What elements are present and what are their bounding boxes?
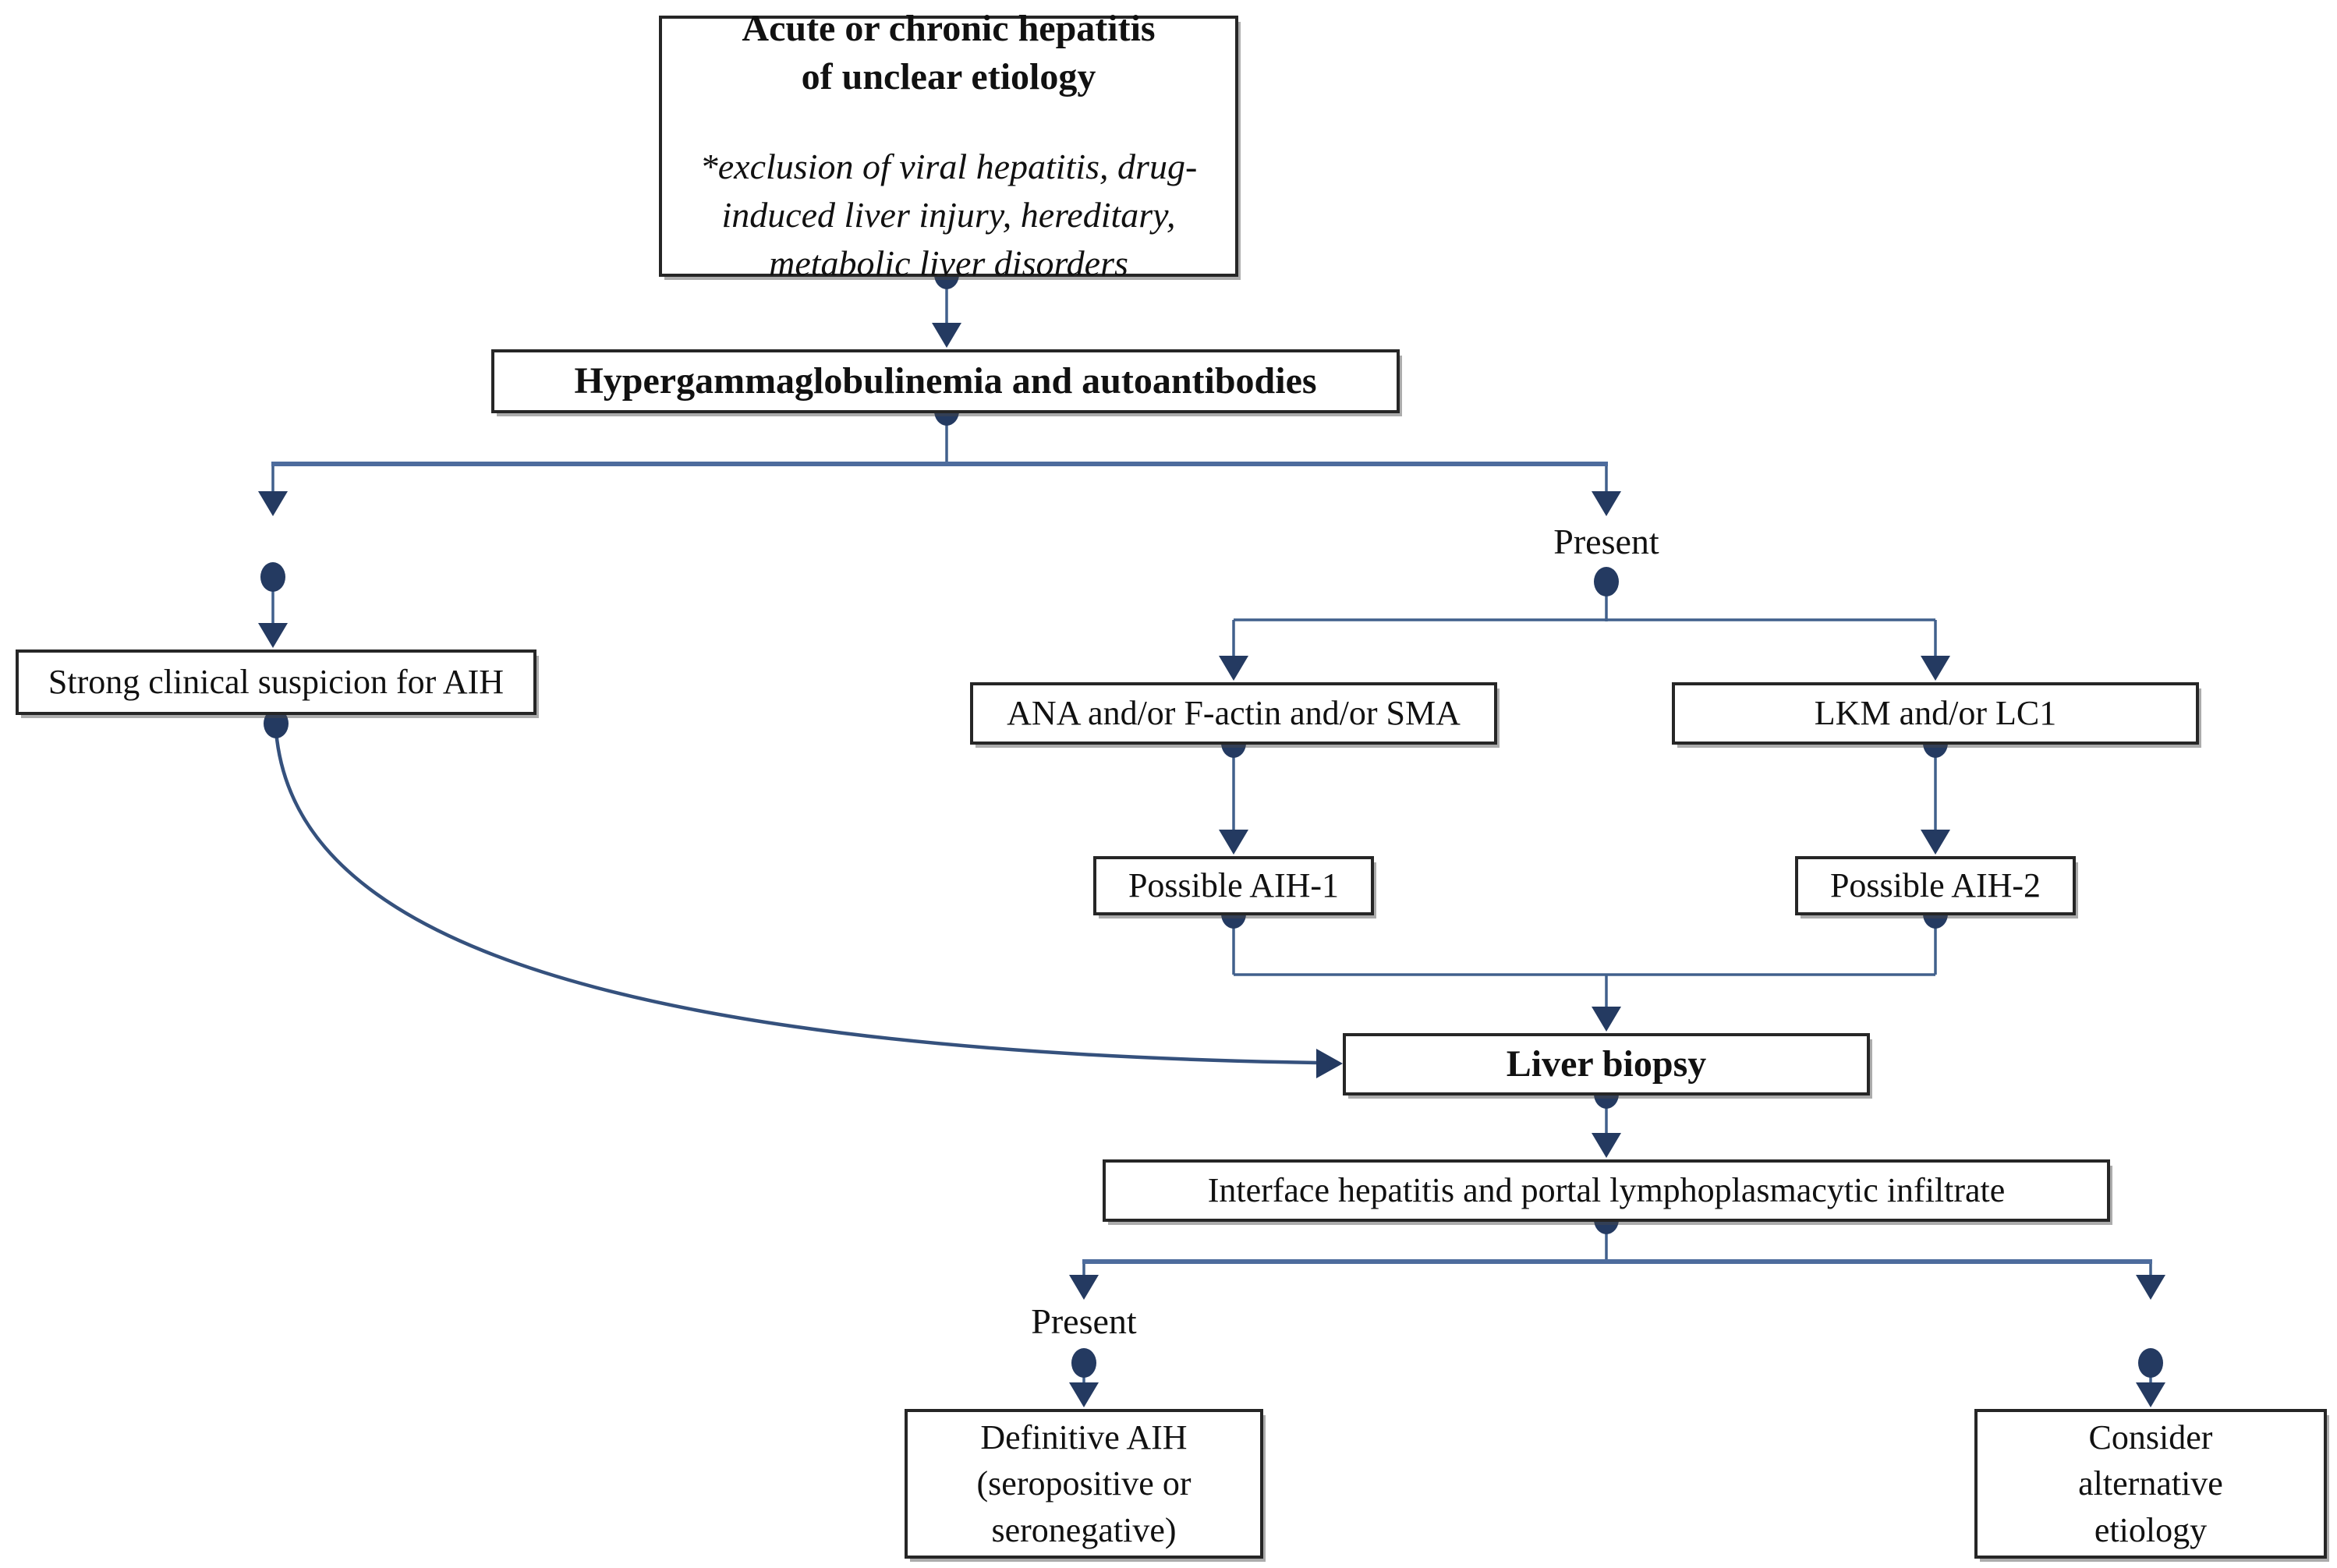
- node-root-note-line2: induced liver injury, hereditary,: [721, 194, 1176, 235]
- node-consider-alternative: Consider alternative etiology: [1974, 1409, 2327, 1559]
- node-root-title-line2: of unclear etiology: [801, 56, 1096, 98]
- node-clinical-suspicion: Strong clinical suspicion for AIH: [16, 649, 536, 715]
- node-liver-biopsy: Liver biopsy: [1343, 1033, 1870, 1095]
- node-hypergammaglobulinemia-label: Hypergammaglobulinemia and autoantibodie…: [574, 359, 1317, 402]
- node-ana-factin-sma-label: ANA and/or F-actin and/or SMA: [1007, 694, 1461, 733]
- node-clinical-suspicion-label: Strong clinical suspicion for AIH: [48, 663, 505, 702]
- node-lkm-lc1: LKM and/or LC1: [1672, 682, 2199, 745]
- node-root: Acute or chronic hepatitis of unclear et…: [659, 8, 1238, 283]
- node-interface-hepatitis: Interface hepatitis and portal lymphopla…: [1103, 1159, 2110, 1222]
- node-consider-alternative-line3: etiology: [2094, 1510, 2208, 1549]
- edge-label-present-lower: Present: [1031, 1301, 1137, 1341]
- node-definitive-aih-line1: Definitive AIH: [980, 1418, 1188, 1457]
- node-definitive-aih: Definitive AIH (seropositive or seronega…: [905, 1409, 1263, 1559]
- node-possible-aih1-label: Possible AIH-1: [1128, 866, 1340, 905]
- node-possible-aih2-label: Possible AIH-2: [1829, 866, 2041, 905]
- node-root-note-line1: *exclusion of viral hepatitis, drug-: [699, 146, 1198, 186]
- node-lkm-lc1-label: LKM and/or LC1: [1814, 694, 2057, 733]
- node-possible-aih2: Possible AIH-2: [1795, 856, 2076, 915]
- node-possible-aih1: Possible AIH-1: [1093, 856, 1374, 915]
- node-ana-factin-sma: ANA and/or F-actin and/or SMA: [970, 682, 1497, 745]
- node-consider-alternative-line1: Consider: [2088, 1418, 2213, 1457]
- node-root-title: Acute or chronic hepatitis of unclear et…: [742, 5, 1155, 102]
- node-interface-hepatitis-label: Interface hepatitis and portal lymphopla…: [1207, 1171, 2006, 1210]
- node-definitive-aih-line2: (seropositive or: [976, 1464, 1192, 1503]
- node-hypergammaglobulinemia: Hypergammaglobulinemia and autoantibodie…: [491, 349, 1400, 413]
- node-root-note: *exclusion of viral hepatitis, drug- ind…: [700, 143, 1198, 288]
- node-root-title-line1: Acute or chronic hepatitis: [742, 7, 1156, 49]
- node-root-note-line3: metabolic liver disorders: [769, 242, 1128, 283]
- node-consider-alternative-line2: alternative: [2078, 1464, 2223, 1503]
- node-definitive-aih-line3: seronegative): [991, 1510, 1177, 1549]
- edge-label-present-upper: Present: [1553, 522, 1659, 561]
- node-liver-biopsy-label: Liver biopsy: [1506, 1042, 1707, 1085]
